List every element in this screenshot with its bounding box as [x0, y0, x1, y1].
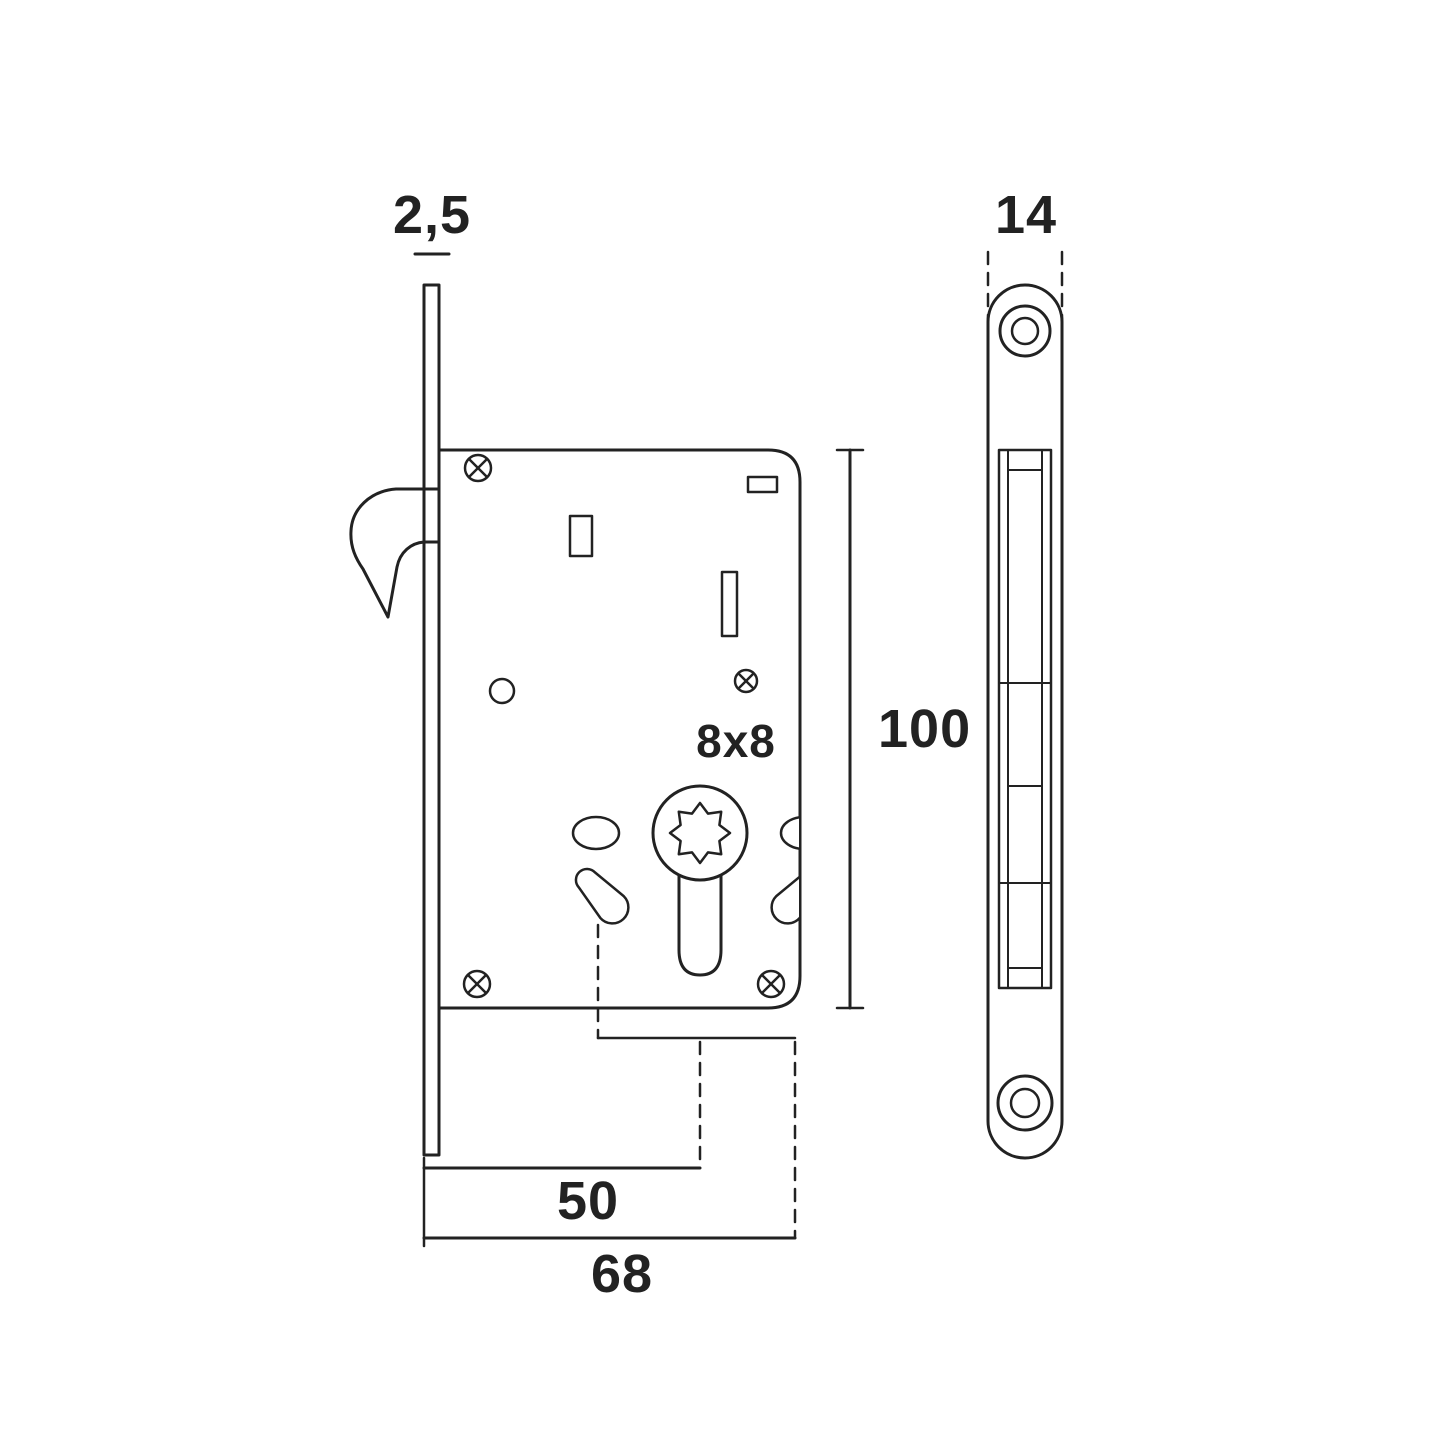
dim-label-plate-width: 14 [995, 185, 1057, 245]
euro-cylinder-neck [677, 853, 723, 977]
latch-cutout-outline [997, 448, 1053, 990]
dim-label-spindle-size: 8x8 [696, 715, 776, 767]
keyhole-cutout-left [574, 867, 630, 925]
front-view-group [986, 250, 1064, 1160]
screw-hole-top-inner [1010, 316, 1040, 346]
side-view-group [349, 283, 802, 1157]
case-slot-vertical-top [568, 514, 594, 558]
screw-middle-icon [733, 668, 759, 694]
right-cutouts-group [770, 816, 799, 925]
cylinder-hole [651, 784, 749, 882]
dim-label-faceplate-thickness: 2,5 [393, 185, 471, 245]
fixing-slot-left [571, 815, 621, 851]
faceplate-edge [422, 283, 441, 1157]
case-slot-horizontal-top-right [746, 475, 779, 494]
hook-latch-bolt [349, 487, 441, 619]
faceplate-front-outline [986, 283, 1064, 1160]
case-slot-vertical-right [720, 570, 739, 638]
screw-bottom-left-icon [462, 969, 492, 999]
line-art-group [349, 250, 1064, 1248]
dimension-lines-group [413, 252, 865, 1248]
case-hole-small [488, 677, 516, 705]
screw-top-left-icon [463, 453, 493, 483]
screw-bottom-right-icon [756, 969, 786, 999]
screw-hole-bottom-outer [996, 1074, 1054, 1132]
screw-hole-bottom-inner [1009, 1087, 1041, 1119]
dim-label-case-height: 100 [878, 699, 971, 759]
dim-label-backset: 50 [557, 1171, 619, 1231]
dim-label-case-depth: 68 [591, 1244, 653, 1304]
keyhole-cutout-right [770, 875, 799, 925]
screw-hole-top-outer [998, 304, 1052, 358]
fixing-slot-right [779, 816, 799, 850]
spindle-square-star [668, 801, 732, 865]
dimension-labels-group: 2,5 14 100 8x8 50 68 [393, 185, 1057, 1304]
